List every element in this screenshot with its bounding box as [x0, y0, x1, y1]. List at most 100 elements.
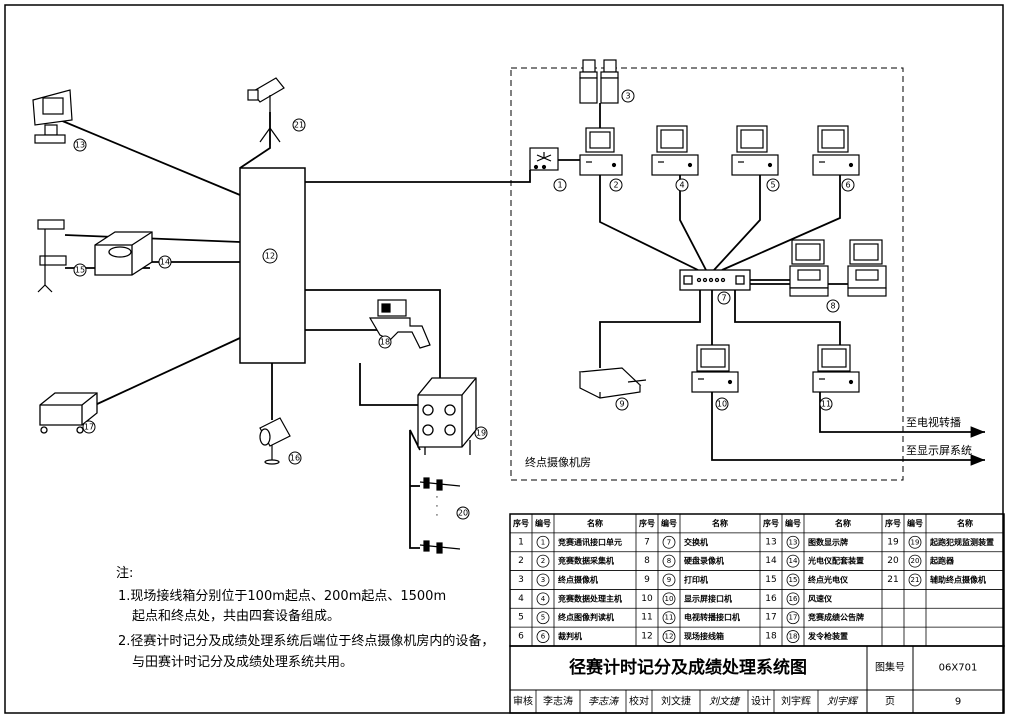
legend-code-circle [786, 554, 800, 568]
legend-code: 5 [541, 614, 545, 622]
notes-line-4: 与田赛计时记分及成绩处理系统共用。 [132, 654, 353, 670]
legend-code: 21 [911, 576, 920, 584]
legend-code: 4 [541, 595, 546, 603]
legend-name: 起跑犯规监测装置 [929, 537, 994, 547]
legend-seq: 15 [765, 575, 776, 585]
legend-header-code: 编号 [535, 518, 551, 528]
photocell-accessory [94, 231, 153, 276]
title-block [509, 645, 1005, 714]
device-num-11: 11 [821, 400, 831, 409]
legend-code: 20 [911, 557, 920, 565]
legend-header-seq: 序号 [885, 518, 901, 528]
legend-header-seq: 序号 [763, 518, 779, 528]
designer-name: 刘宇辉 [781, 695, 811, 708]
network-switch [679, 269, 751, 291]
legend-seq: 17 [765, 613, 776, 623]
legend-name: 发令枪装置 [807, 631, 848, 641]
device-num-4: 4 [679, 181, 684, 190]
device-num-6: 6 [845, 181, 850, 190]
printer [578, 367, 647, 399]
legend-code: 13 [789, 538, 798, 546]
legend-code: 3 [541, 576, 545, 584]
sheet-border [4, 4, 1004, 714]
ellipsis-dot-3: · [435, 511, 438, 522]
legend-name: 电视转播接口机 [684, 612, 740, 622]
checker-name: 刘文捷 [661, 695, 691, 708]
legend-name: 显示屏接口机 [684, 593, 732, 603]
notes-line-2: 起点和终点处，共由四套设备组成。 [132, 608, 340, 624]
drawing-title: 径赛计时记分及成绩处理系统图 [569, 657, 807, 678]
legend-code: 1 [541, 538, 545, 546]
legend-header-name: 名称 [712, 518, 728, 528]
finish-image-reader [731, 125, 779, 176]
legend-code: 16 [789, 595, 798, 603]
ellipsis-dot-2: · [435, 502, 438, 513]
page-number: 9 [955, 697, 961, 708]
device-num-9: 9 [619, 400, 624, 409]
legend-name: 辅助终点摄像机 [930, 574, 986, 584]
legend-code-circle [662, 630, 676, 643]
legend-code-circle [908, 535, 922, 549]
legend-code-circle [662, 535, 676, 549]
legend-code-circle [786, 592, 800, 606]
reviewer-name: 李志涛 [543, 695, 573, 708]
design-label: 设计 [751, 695, 771, 708]
legend-seq: 2 [518, 556, 524, 566]
legend-code-circle [786, 535, 800, 549]
legend-code-circle [536, 592, 550, 606]
device-num-1: 1 [557, 181, 562, 190]
device-num-5: 5 [770, 181, 775, 190]
legend-code: 12 [665, 633, 674, 641]
legend-seq: 12 [641, 632, 652, 642]
legend-name: 起跑器 [929, 556, 955, 566]
finish-cameras [579, 59, 619, 104]
device-num-14: 14 [160, 258, 170, 267]
tv-broadcast-interface [812, 344, 860, 393]
legend-code-circle [786, 573, 800, 587]
legend-code: 6 [541, 633, 546, 641]
legend-code-circle [662, 573, 676, 587]
device-num-13: 13 [75, 141, 85, 150]
legend-code: 18 [789, 633, 798, 641]
anemometer [259, 417, 291, 465]
legend-code: 11 [665, 614, 674, 622]
legend-code: 2 [541, 557, 545, 565]
display-screen-interface [691, 344, 739, 393]
designer-signature: 刘宇辉 [827, 696, 859, 708]
atlas-number: 06X701 [939, 663, 978, 674]
legend-code-circle [908, 554, 922, 568]
legend-seq: 10 [641, 594, 653, 604]
device-num-19: 19 [476, 429, 486, 438]
notes-heading: 注: [116, 566, 133, 581]
device-num-12: 12 [265, 252, 275, 261]
device-num-2: 2 [613, 181, 618, 190]
data-acquisition-computer [579, 127, 623, 176]
legend-seq: 6 [518, 632, 524, 642]
legend-name: 终点光电仪 [807, 574, 849, 584]
device-num-20: 20 [458, 509, 468, 518]
notes-line-1: 1.现场接线箱分别位于100m起点、200m起点、1500m [118, 588, 446, 604]
legend-code-circle [662, 611, 676, 625]
legend-name: 硬盘录像机 [684, 556, 724, 566]
reviewer-signature: 李志涛 [588, 696, 620, 708]
legend-code: 17 [789, 614, 798, 622]
legend-header-name: 名称 [835, 518, 851, 528]
legend-seq: 4 [518, 594, 524, 604]
legend-code-circle [786, 630, 800, 643]
device-num-7: 7 [721, 294, 726, 303]
graphic-display-board [32, 89, 73, 144]
legend-code-circle [536, 535, 550, 549]
legend-name: 竞赛数据处理主机 [557, 593, 622, 603]
output-tv-label: 至电视转播 [906, 415, 961, 429]
legend-seq: 11 [641, 613, 652, 623]
legend-code: 14 [789, 557, 798, 565]
legend-name: 终点图像判读机 [557, 612, 614, 622]
legend-name: 竞赛成绩公告牌 [807, 612, 864, 622]
review-label: 审核 [513, 695, 533, 708]
legend-header-seq: 序号 [513, 518, 529, 528]
results-board [39, 392, 98, 434]
legend-name: 打印机 [684, 574, 708, 584]
legend-header-code: 编号 [785, 518, 801, 528]
number-circles [73, 89, 855, 520]
